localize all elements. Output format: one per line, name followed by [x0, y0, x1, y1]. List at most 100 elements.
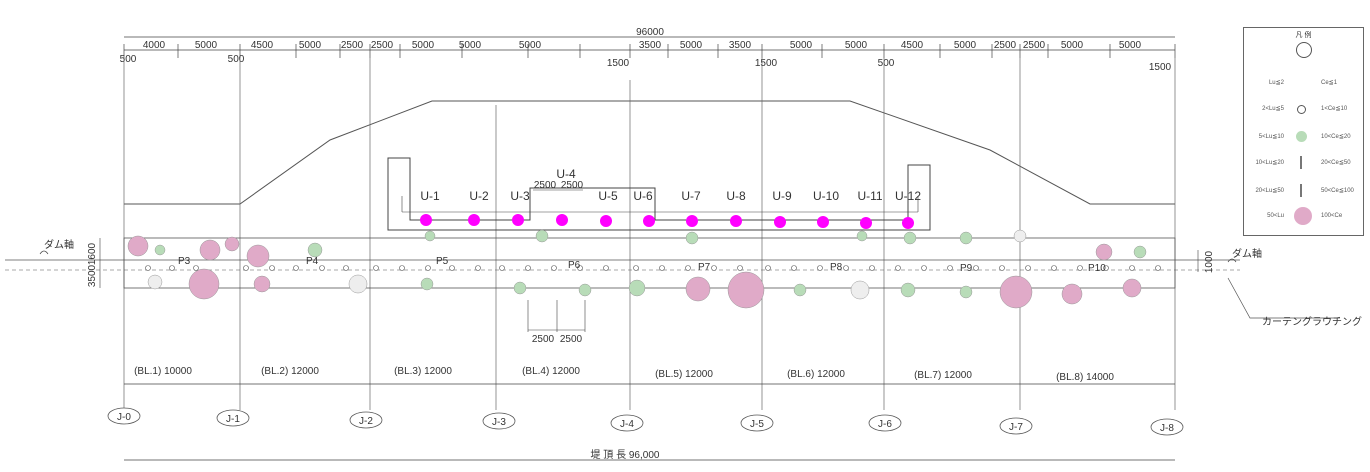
legend-row: 10<Lu≦20 20<Ce≦50: [1248, 156, 1359, 170]
svg-text:2500: 2500: [341, 40, 364, 51]
legend-row: 5<Lu≦10 10<Ce≦20: [1248, 130, 1359, 144]
unit-markers: [420, 214, 914, 229]
svg-text:5000: 5000: [1061, 40, 1084, 51]
svg-text:(BL.2) 12000: (BL.2) 12000: [261, 366, 319, 377]
svg-text:(BL.7) 12000: (BL.7) 12000: [914, 370, 972, 381]
svg-text:2500: 2500: [561, 180, 584, 191]
legend-header-icon: [1296, 42, 1312, 58]
svg-text:2500: 2500: [534, 180, 557, 191]
unit-marker-u5: [600, 215, 612, 227]
svg-text:2500: 2500: [532, 334, 555, 345]
gallery-zone: [123, 237, 1176, 289]
joint-markers: J-0 J-1 J-2 J-3 J-4 J-5 J-6 J-7 J-8: [107, 407, 1184, 436]
legend-bar-icon: [1300, 156, 1302, 169]
unit-label-u10: U-10: [813, 189, 839, 203]
joint-label-j7: J-7: [1009, 422, 1023, 433]
measurement-markers: [127, 229, 1147, 309]
svg-text:P5: P5: [436, 256, 449, 267]
dam-outline: [124, 100, 1175, 205]
curtain-leader: [1227, 277, 1340, 319]
unit-marker-u3: [512, 214, 524, 226]
unit-label-u4: U-4: [556, 167, 576, 181]
svg-text:(BL.3) 12000: (BL.3) 12000: [394, 366, 452, 377]
unit-marker-u10: [817, 216, 829, 228]
svg-text:1000: 1000: [1204, 250, 1215, 273]
legend-row: 2<Lu≦5 1<Ce≦10: [1262, 105, 1348, 114]
unit-label-u3: U-3: [510, 189, 530, 203]
legend-small-circle-icon: [1297, 105, 1306, 114]
svg-text:2500: 2500: [560, 334, 583, 345]
joint-label-j0: J-0: [117, 412, 131, 423]
svg-text:P9: P9: [960, 263, 973, 274]
svg-text:2500: 2500: [1023, 40, 1046, 51]
svg-text:5000: 5000: [412, 40, 435, 51]
legend-empty-icon: [1294, 76, 1308, 90]
unit-marker-u8: [730, 215, 742, 227]
upper-dim-ticks: [123, 44, 1176, 58]
svg-text:(BL.4) 12000: (BL.4) 12000: [522, 366, 580, 377]
unit-label-u2: U-2: [469, 189, 489, 203]
legend-pink-circle-icon: [1294, 207, 1312, 225]
svg-text:3500: 3500: [729, 40, 752, 51]
axis-points: [145, 265, 1161, 271]
unit-labels: U-1 U-2 U-3 U-4 U-5 U-6 U-7 U-8 U-9 U-10…: [420, 167, 921, 203]
svg-text:500: 500: [878, 58, 895, 69]
svg-text:4500: 4500: [251, 40, 274, 51]
svg-text:P10: P10: [1088, 263, 1106, 274]
svg-text:P3: P3: [178, 256, 191, 267]
gallery-outline: [387, 157, 931, 231]
top-total-dim: 96000: [636, 27, 664, 38]
dam-axis-label-right: ダム軸: [1232, 247, 1262, 260]
curtain-grouting-label: カーテングラウチング: [1262, 315, 1362, 328]
svg-text:2500: 2500: [994, 40, 1017, 51]
svg-text:2500: 2500: [371, 40, 394, 51]
small-dim-labels: 500 500 1500 1500 500 1500: [120, 54, 1172, 73]
unit-marker-u2: [468, 214, 480, 226]
unit-label-u12: U-12: [895, 189, 921, 203]
unit-label-u11: U-11: [857, 189, 882, 203]
joint-label-j6: J-6: [878, 419, 892, 430]
svg-text:5000: 5000: [519, 40, 542, 51]
svg-text:(BL.1) 10000: (BL.1) 10000: [134, 366, 192, 377]
svg-text:1500: 1500: [755, 58, 778, 69]
unit-label-u5: U-5: [598, 189, 618, 203]
svg-text:5000: 5000: [1119, 40, 1142, 51]
joint-label-j5: J-5: [750, 419, 764, 430]
joint-label-j8: J-8: [1160, 423, 1174, 434]
svg-text:5000: 5000: [195, 40, 218, 51]
bottom-mid-dims: 2500 2500: [527, 300, 586, 345]
svg-text:(BL.6) 12000: (BL.6) 12000: [787, 369, 845, 380]
left-dims: 1600 3500: [87, 238, 101, 288]
unit-label-u8: U-8: [726, 189, 746, 203]
svg-text:3500: 3500: [87, 264, 98, 287]
legend-bar-icon: [1300, 184, 1302, 197]
svg-text:P8: P8: [830, 262, 843, 273]
svg-text:(BL.5) 12000: (BL.5) 12000: [655, 369, 713, 380]
svg-text:4500: 4500: [901, 40, 924, 51]
svg-text:5000: 5000: [459, 40, 482, 51]
legend-row: 50<Lu 100<Ce: [1248, 207, 1359, 225]
svg-text:500: 500: [228, 54, 245, 65]
svg-text:5000: 5000: [845, 40, 868, 51]
svg-text:500: 500: [120, 54, 137, 65]
unit-label-u6: U-6: [633, 189, 653, 203]
joint-label-j2: J-2: [359, 416, 373, 427]
legend-green-circle-icon: [1296, 131, 1307, 142]
unit-label-u9: U-9: [772, 189, 792, 203]
svg-text:P7: P7: [698, 262, 711, 273]
svg-text:5000: 5000: [299, 40, 322, 51]
unit-marker-u7: [686, 215, 698, 227]
unit-marker-u11: [860, 217, 872, 229]
unit-label-u7: U-7: [681, 189, 701, 203]
svg-text:(BL.8) 14000: (BL.8) 14000: [1056, 372, 1114, 383]
u4-dimension: 2500 2500: [533, 180, 584, 191]
dam-axis-label-left: ダム軸: [44, 238, 74, 251]
legend: 凡 例 Lu≦2 Ce≦1 2<Lu≦5 1<Ce≦10 5<Lu≦10 10<…: [1243, 27, 1364, 236]
unit-marker-u1: [420, 214, 432, 226]
svg-text:P6: P6: [568, 260, 581, 271]
svg-text:P4: P4: [306, 256, 319, 267]
legend-title: 凡 例: [1295, 32, 1312, 39]
unit-marker-u9: [774, 216, 786, 228]
joint-label-j4: J-4: [620, 419, 634, 430]
